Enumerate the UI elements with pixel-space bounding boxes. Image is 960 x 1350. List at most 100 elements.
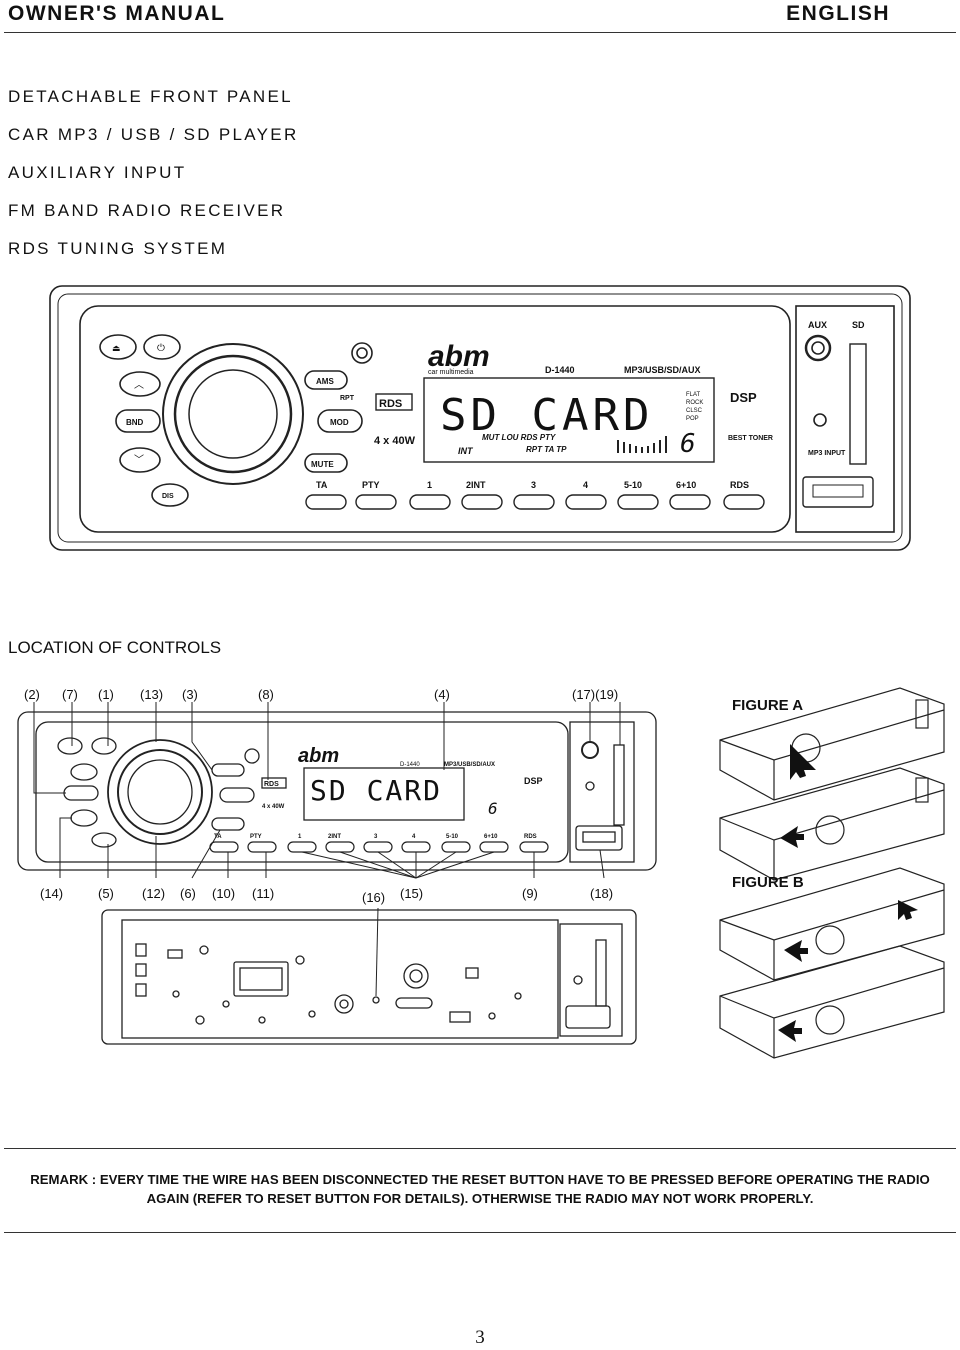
small-dsp: DSP [524,776,543,786]
feature-item: DETACHABLE FRONT PANEL [8,87,293,106]
format-list: MP3/USB/SD/AUX [624,365,701,375]
up-button [119,371,161,397]
callout-10: (10) [212,886,235,901]
btn-ta: TA [316,480,328,490]
callout-17-19: (17)(19) [572,687,618,702]
power-icon: ⏻ [157,343,165,354]
callout-15: (15) [400,886,423,901]
lcd-indicators-top: MUT LOU RDS PTY [482,433,556,442]
callout-2: (2) [24,687,40,702]
controls-diagram: abm D-1440 MP3/USB/SD/AUX SD CARD 6 RDS … [17,687,945,1059]
small-btn-ta: TA [214,834,222,840]
small-lcd-text: SD CARD [310,774,442,807]
btn-3: 3 [531,480,536,490]
small-btn-1: 1 [298,834,302,840]
panel-faceplate [79,305,791,533]
model-number: D-1440 [545,365,575,375]
small-formats: MP3/USB/SD/AUX [444,762,495,768]
small-model: D-1440 [400,762,420,768]
band-button [115,409,161,433]
remark-text: REMARK : EVERY TIME THE WIRE HAS BEEN DI… [0,1170,960,1208]
lcd-display [423,377,715,463]
volume-knob [162,343,304,485]
remark-line-1: REMARK : EVERY TIME THE WIRE HAS BEEN DI… [30,1172,930,1187]
lcd-digit: 6 [680,429,696,459]
header-divider [4,32,956,33]
small-panel-housing [17,711,657,871]
best-toner-label: BEST TONER [728,435,773,442]
small-btn-3: 3 [374,834,378,840]
rds-logo: RDS [379,398,402,410]
mod-label: MOD [330,418,349,427]
small-btn-6-10: 6+10 [484,834,498,840]
language-label: ENGLISH [786,2,890,25]
lcd-main-text: SD CARD [440,390,653,441]
eq-pop: POP [686,416,699,422]
callout-11: (11) [252,886,274,901]
panel-housing [49,285,911,551]
feature-item: AUXILIARY INPUT [8,163,187,182]
callout-13: (13) [140,687,163,702]
small-brand-logo: abm [298,745,339,767]
eq-rock: ROCK [686,400,703,406]
btn-1: 1 [427,480,432,490]
feature-item: FM BAND RADIO RECEIVER [8,201,286,220]
small-rds-logo: RDS [264,781,279,788]
lcd-indicators-bottom: RPT TA TP [526,445,567,454]
eq-clsc: CLSC [686,408,703,414]
feature-list: DETACHABLE FRONT PANEL CAR MP3 / USB / S… [8,78,299,268]
ams-label: AMS [316,377,334,386]
btn-4: 4 [583,480,588,490]
bnd-label: BND [126,418,144,427]
dis-label: DIS [162,493,174,500]
small-lcd-digit: 6 [488,799,498,818]
callout-5: (5) [98,886,114,901]
eject-icon: ⏏ [112,343,121,353]
feature-item: CAR MP3 / USB / SD PLAYER [8,125,299,144]
small-btn-2int: 2INT [328,834,341,840]
callout-3: (3) [182,687,198,702]
rear-chassis [101,909,637,1045]
figure-a-label: FIGURE A [732,697,803,714]
chevron-down-icon: ﹀ [134,454,144,466]
front-panel-drawing: ⏏ ⏻ ︿ ﹀ BND DIS AMS MOD MUTE RPT abm car… [49,285,911,551]
brand-sub: car multimedia [428,369,474,376]
small-power: 4 x 40W [262,804,285,810]
callout-7: (7) [62,687,78,702]
sd-label: SD [852,320,865,330]
btn-rds: RDS [730,480,749,490]
dsp-logo: DSP [730,390,757,405]
chevron-up-icon: ︿ [134,380,144,391]
callout-9: (9) [522,886,538,901]
callout-18: (18) [590,886,613,901]
eq-flat: FLAT [686,392,701,398]
btn-5-10: 5-10 [624,480,642,490]
mp3-input-label: MP3 INPUT [808,450,846,457]
page-number: 3 [475,1327,485,1348]
small-btn-rds: RDS [524,834,537,840]
btn-2int: 2INT [466,480,486,490]
small-btn-4: 4 [412,834,416,840]
remark-top-divider [4,1148,956,1149]
small-btn-5-10: 5-10 [446,834,459,840]
power-button [143,334,181,360]
remark-bottom-divider [4,1232,956,1233]
callout-6: (6) [180,886,196,901]
remark-line-2: AGAIN (REFER TO RESET BUTTON FOR DETAILS… [146,1191,814,1206]
lcd-int: INT [458,446,474,456]
callout-16: (16) [362,890,385,905]
down-button [119,447,161,473]
dis-button [151,483,189,507]
feature-item: RDS TUNING SYSTEM [8,239,228,258]
callout-1: (1) [98,687,114,702]
panel-side [795,305,895,533]
power-rating: 4 x 40W [374,435,416,447]
location-title: LOCATION OF CONTROLS [8,638,222,657]
btn-6-10: 6+10 [676,480,696,490]
callout-4: (4) [434,687,450,702]
page-header: OWNER'S MANUAL ENGLISH [0,0,960,33]
callout-8: (8) [258,687,274,702]
eject-button [99,334,137,360]
small-btn-pty: PTY [250,834,262,840]
figure-b-label: FIGURE B [732,874,804,891]
